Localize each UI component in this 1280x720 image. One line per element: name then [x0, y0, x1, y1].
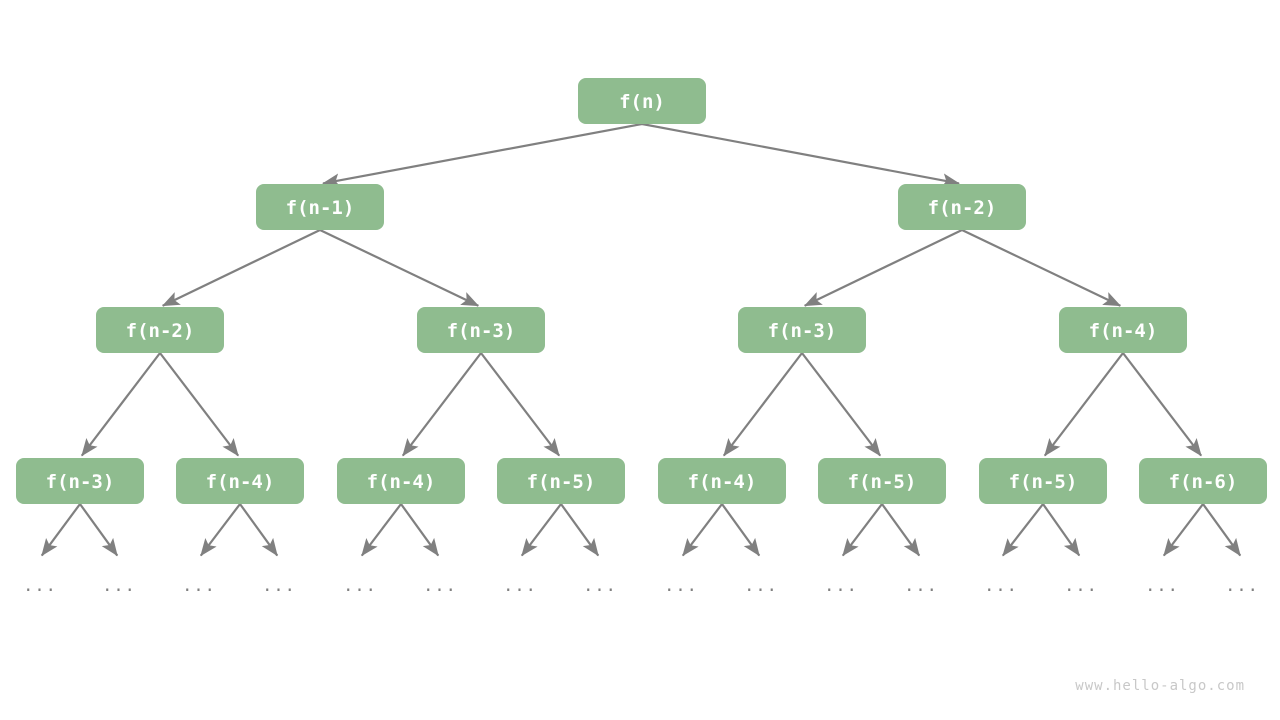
ellipsis-marker: ... — [1145, 576, 1179, 596]
tree-edge — [319, 229, 480, 307]
ellipsis-marker: ... — [182, 576, 216, 596]
ellipsis-marker: ... — [904, 576, 938, 596]
node-label: f(n-5) — [1009, 471, 1078, 493]
tree-node[interactable]: f(n-5) — [818, 458, 946, 504]
tree-node[interactable]: f(n-5) — [979, 458, 1107, 504]
edges-layer — [80, 122, 1203, 457]
ellipsis-marker: ... — [102, 576, 136, 596]
node-label: f(n-4) — [367, 471, 436, 493]
ellipsis-marker: ... — [744, 576, 778, 596]
tree-edge — [801, 352, 882, 457]
tree-edge-to-ellipsis — [681, 503, 723, 557]
ellipsis-marker: ... — [503, 576, 537, 596]
tree-node[interactable]: f(n-4) — [658, 458, 786, 504]
node-background — [658, 458, 786, 504]
nodes-layer: f(n) f(n-1) f(n-2) f(n-2) f(n-3) f(n-3) f(n-4)… — [16, 78, 1267, 504]
node-label: f(n-2) — [126, 320, 195, 342]
tree-node[interactable]: f(n-2) — [96, 307, 224, 353]
tree-node[interactable]: f(n-4) — [337, 458, 465, 504]
tree-edge-to-ellipsis — [520, 503, 562, 557]
node-label: f(n-4) — [206, 471, 275, 493]
tree-edge — [161, 229, 321, 307]
tree-edge-to-ellipsis — [199, 503, 241, 557]
node-label: f(n-5) — [527, 471, 596, 493]
ellipsis-marker: ... — [423, 576, 457, 596]
node-label: f(n-1) — [286, 197, 355, 219]
node-label: f(n-3) — [46, 471, 115, 493]
tree-edge-to-ellipsis — [400, 503, 440, 557]
node-background — [818, 458, 946, 504]
tree-node[interactable]: f(n-3) — [738, 307, 866, 353]
tree-edge — [722, 352, 803, 457]
tree-edge-to-ellipsis — [360, 503, 402, 557]
ellipsis-marker: ... — [824, 576, 858, 596]
node-label: f(n-4) — [1089, 320, 1158, 342]
node-background — [256, 184, 384, 230]
tree-edge-to-ellipsis — [1042, 503, 1081, 557]
tree-edge-to-ellipsis — [721, 503, 761, 557]
node-background — [497, 458, 625, 504]
tree-edge — [80, 352, 161, 457]
tree-edge-to-ellipsis — [1202, 503, 1242, 557]
tree-node[interactable]: f(n-3) — [417, 307, 545, 353]
node-background — [337, 458, 465, 504]
node-label: f(n-5) — [848, 471, 917, 493]
tree-edge-to-ellipsis — [79, 503, 119, 557]
node-label: f(n-3) — [447, 320, 516, 342]
tree-node[interactable]: f(n-2) — [898, 184, 1026, 230]
ellipsis-marker: ... — [23, 576, 57, 596]
tree-edge — [159, 352, 240, 457]
ellipsis-marker: ... — [583, 576, 617, 596]
tree-node[interactable]: f(n-4) — [1059, 307, 1187, 353]
tree-edge — [1122, 352, 1203, 457]
node-label: f(n-6) — [1169, 471, 1238, 493]
node-label: f(n-4) — [688, 471, 757, 493]
tree-edge — [401, 352, 482, 457]
tree-edge-to-ellipsis — [841, 503, 883, 557]
node-background — [578, 78, 706, 124]
tree-node[interactable]: f(n-1) — [256, 184, 384, 230]
node-background — [1059, 307, 1187, 353]
node-label: f(n) — [619, 91, 665, 113]
tree-edge — [480, 352, 561, 457]
tree-node[interactable]: f(n-6) — [1139, 458, 1267, 504]
ellipsis-marker: ... — [1064, 576, 1098, 596]
node-background — [1139, 458, 1267, 504]
tree-edge — [803, 229, 963, 307]
node-label: f(n-3) — [768, 320, 837, 342]
node-background — [96, 307, 224, 353]
ellipsis-marker: ... — [1225, 576, 1259, 596]
tree-edge-to-ellipsis — [1001, 503, 1044, 557]
node-background — [979, 458, 1107, 504]
tree-edge-to-ellipsis — [560, 503, 600, 557]
tree-node[interactable]: f(n-3) — [16, 458, 144, 504]
tree-node[interactable]: f(n) — [578, 78, 706, 124]
node-background — [176, 458, 304, 504]
tree-edge — [322, 122, 643, 188]
tree-edge-to-ellipsis — [40, 503, 81, 557]
tree-edge — [961, 229, 1122, 307]
watermark: www.hello-algo.com — [1075, 678, 1245, 694]
ellipsis-edges-layer — [40, 503, 1242, 557]
ellipsis-marker: ... — [262, 576, 296, 596]
tree-edge-to-ellipsis — [881, 503, 921, 557]
tree-edge-to-ellipsis — [1162, 503, 1204, 557]
tree-node[interactable]: f(n-4) — [176, 458, 304, 504]
node-background — [898, 184, 1026, 230]
node-label: f(n-2) — [928, 197, 997, 219]
node-background — [16, 458, 144, 504]
node-background — [417, 307, 545, 353]
tree-edge — [1043, 352, 1124, 457]
ellipsis-row: ........................................… — [23, 576, 1259, 596]
node-background — [738, 307, 866, 353]
ellipsis-marker: ... — [664, 576, 698, 596]
tree-edge — [641, 122, 960, 188]
tree-node[interactable]: f(n-5) — [497, 458, 625, 504]
ellipsis-marker: ... — [343, 576, 377, 596]
tree-edge-to-ellipsis — [239, 503, 279, 557]
ellipsis-marker: ... — [984, 576, 1018, 596]
